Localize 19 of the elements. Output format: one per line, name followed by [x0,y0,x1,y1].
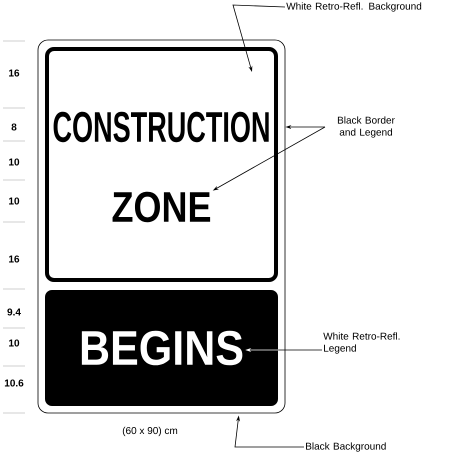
dimension-label: 16 [9,69,20,77]
dimension-label: 10 [9,339,20,347]
callout-text: Black Border and Legend [338,116,395,138]
sign-panel [45,47,278,282]
dimension-label: 10 [9,197,20,205]
dimension-label: 10 [9,158,20,166]
sign-panel [45,290,278,406]
size-caption: (60 x 90) cm [122,426,178,436]
callout-text: Black Background [306,442,386,452]
sign-outline [38,40,286,414]
sign-legend: ZONE [112,192,210,222]
dimension-label: 8 [12,123,16,131]
dimension-label: 10.6 [4,379,24,387]
callout-text: White Retro-Refl. Background [286,2,422,12]
sign-legend: BEGINS [82,330,242,366]
callout-text: White Retro-Refl. Legend [323,332,400,354]
dimension-label: 9.4 [7,308,21,316]
dimension-label: 16 [9,255,20,263]
sign-legend: CONSTRUCTION [54,112,269,142]
